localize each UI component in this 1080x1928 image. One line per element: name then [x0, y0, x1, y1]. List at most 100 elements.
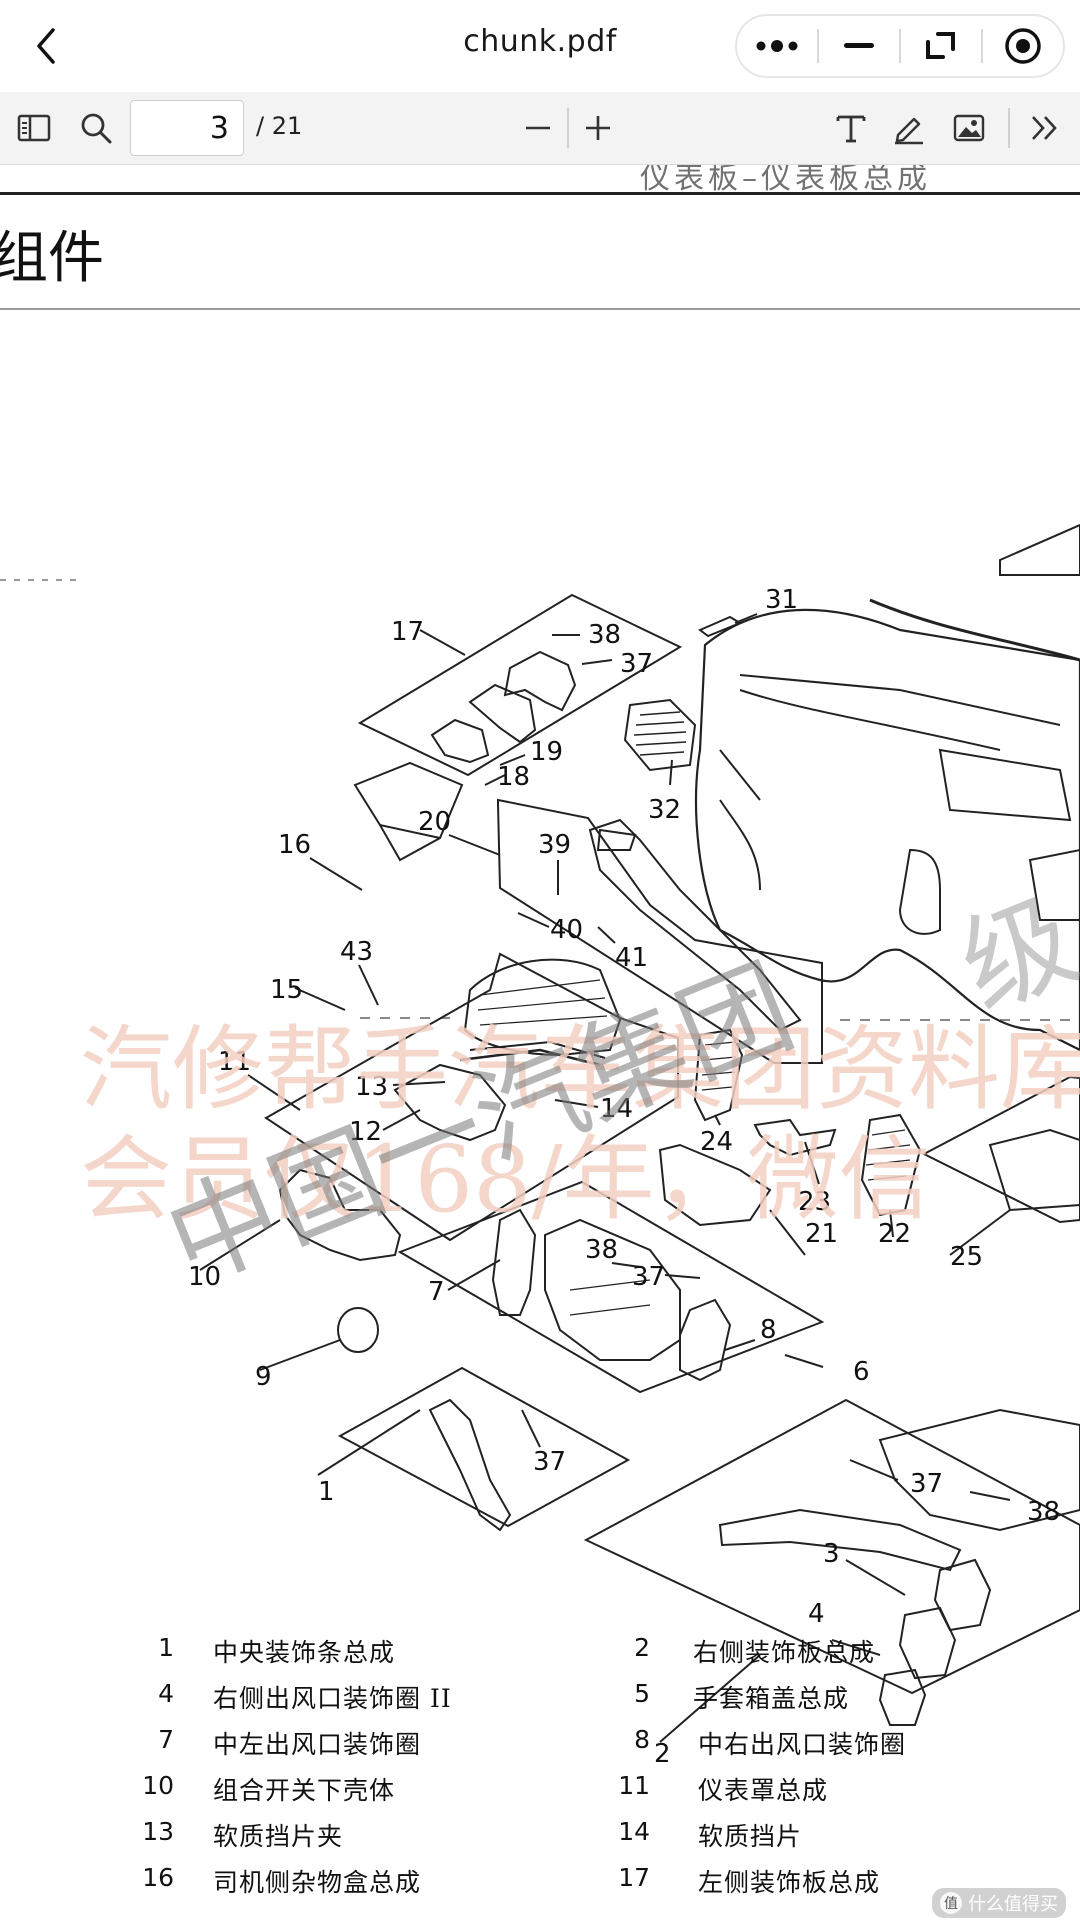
part-name: 仪表罩总成 [698, 1776, 829, 1805]
part-number: 7 [158, 1725, 174, 1754]
zoom-in-icon [586, 116, 610, 140]
callout-12: 12 [349, 1117, 382, 1147]
zoom-out-icon [526, 126, 550, 130]
part-name: 司机侧杂物盒总成 [213, 1868, 422, 1897]
callout-25: 25 [950, 1242, 983, 1272]
callout-20: 20 [418, 807, 451, 837]
parts-row: 16 司机侧杂物盒总成 17 左侧装饰板总成 [0, 1863, 1080, 1909]
expand-more-button[interactable] [1020, 104, 1068, 152]
part-number: 1 [158, 1633, 174, 1662]
callout-38: 38 [588, 620, 621, 650]
restore-icon [926, 32, 955, 59]
image-tool-button[interactable] [945, 104, 993, 152]
callout-17: 17 [391, 617, 424, 647]
callout-37b: 37 [632, 1262, 665, 1292]
parts-row: 7 中左出风口装饰圈 8 中右出风口装饰圈 [0, 1725, 1080, 1771]
callout-13: 13 [355, 1072, 388, 1102]
part-name: 组合开关下壳体 [213, 1776, 396, 1805]
sidebar-toggle-button[interactable] [10, 104, 58, 152]
part-name: 右侧出风口装饰圈 II [213, 1684, 452, 1713]
toolbar-divider [567, 108, 569, 148]
callout-39: 39 [538, 830, 571, 860]
part-number: 13 [142, 1817, 174, 1846]
capsule-divider [899, 29, 901, 63]
pdf-page[interactable]: 仪表板–仪表板总成 组件 [0, 165, 1080, 1928]
text-tool-button[interactable] [827, 104, 875, 152]
part-number: 4 [158, 1679, 174, 1708]
site-watermark-text: 什么值得买 [968, 1894, 1058, 1915]
callout-15: 15 [270, 975, 303, 1005]
callout-11: 11 [218, 1047, 251, 1077]
record-icon [1005, 28, 1041, 64]
parts-row: 10 组合开关下壳体 11 仪表罩总成 [0, 1771, 1080, 1817]
part-number: 11 [618, 1771, 650, 1800]
page-number-input[interactable] [130, 100, 244, 156]
callout-37: 37 [620, 649, 653, 679]
minimize-button[interactable] [819, 16, 899, 76]
callout-22: 22 [878, 1219, 911, 1249]
chevron-left-icon [37, 28, 55, 64]
pen-tool-button[interactable] [885, 104, 933, 152]
callout-21: 21 [805, 1219, 838, 1249]
part-number: 16 [142, 1863, 174, 1892]
part-name: 软质挡片 [698, 1822, 803, 1851]
restore-button[interactable] [901, 16, 981, 76]
callout-8: 8 [760, 1315, 777, 1345]
running-head: 仪表板–仪表板总成 [640, 165, 931, 196]
toolbar-divider [1008, 108, 1010, 148]
part-name: 左侧装饰板总成 [698, 1868, 881, 1897]
part-name: 软质挡片夹 [213, 1822, 344, 1851]
callout-37c: 37 [533, 1447, 566, 1477]
part-name: 中右出风口装饰圈 [698, 1730, 907, 1759]
zoom-out-button[interactable] [514, 104, 562, 152]
pdf-toolbar: / 21 [0, 92, 1080, 165]
part-number: 8 [634, 1725, 650, 1754]
minimize-icon [844, 43, 874, 48]
callout-1: 1 [318, 1477, 335, 1507]
pen-icon [895, 117, 923, 145]
callout-10: 10 [188, 1262, 221, 1292]
section-heading: 组件 [0, 226, 104, 291]
capsule-divider [981, 29, 983, 63]
callout-37d: 37 [910, 1469, 943, 1499]
callout-2: 2 [654, 1739, 671, 1769]
heading-rule [0, 308, 1080, 310]
callout-19: 19 [530, 737, 563, 767]
callout-9: 9 [255, 1362, 272, 1392]
parts-row: 1 中央装饰条总成 2 右侧装饰板总成 [0, 1633, 1080, 1679]
exploded-parts-diagram: 17 38 37 19 18 32 31 20 39 16 40 41 43 1… [0, 523, 1080, 1769]
part-number: 17 [618, 1863, 650, 1892]
callout-40: 40 [550, 915, 583, 945]
callout-31: 31 [765, 585, 798, 615]
callout-16: 16 [278, 830, 311, 860]
callout-14: 14 [600, 1094, 633, 1124]
page-total-label: / 21 [256, 112, 303, 140]
text-tool-icon [836, 115, 866, 143]
callout-32: 32 [648, 795, 681, 825]
zoom-in-button[interactable] [574, 104, 622, 152]
part-number: 14 [618, 1817, 650, 1846]
site-watermark-logo: 值 什么值得买 [932, 1888, 1066, 1918]
record-button[interactable] [983, 16, 1063, 76]
more-dots-icon [756, 40, 798, 52]
callout-38b: 38 [585, 1235, 618, 1265]
capsule-divider [817, 29, 819, 63]
callout-18: 18 [497, 762, 530, 792]
callout-23: 23 [798, 1187, 831, 1217]
part-number: 2 [634, 1633, 650, 1662]
expand-more-icon [1032, 116, 1057, 140]
back-button[interactable] [22, 22, 70, 70]
part-name: 右侧装饰板总成 [693, 1638, 876, 1667]
callout-4: 4 [808, 1599, 825, 1629]
callout-6: 6 [853, 1357, 870, 1387]
more-button[interactable] [737, 16, 817, 76]
callout-43: 43 [340, 937, 373, 967]
search-button[interactable] [72, 104, 120, 152]
header-rule [0, 192, 1080, 195]
part-name: 手套箱盖总成 [693, 1684, 850, 1713]
part-number: 5 [634, 1679, 650, 1708]
sidebar-toggle-icon [17, 114, 51, 142]
document-title: chunk.pdf [463, 24, 617, 59]
callout-41: 41 [615, 943, 648, 973]
callout-7: 7 [428, 1277, 445, 1307]
